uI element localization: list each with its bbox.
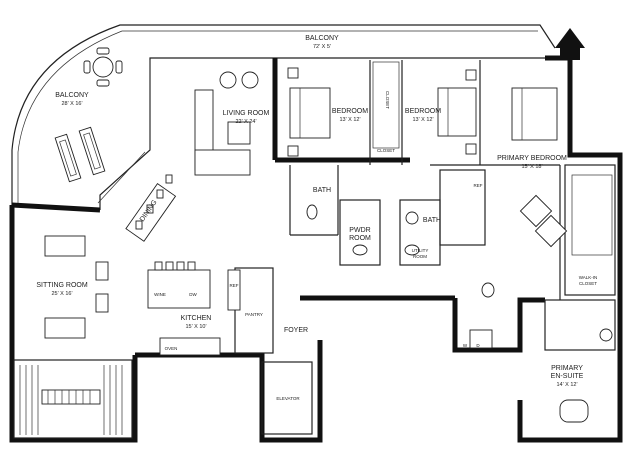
bedroom-2-dims: 13' X 12' (412, 117, 433, 123)
bath-fixtures (306, 204, 613, 423)
bedroom-1-label: BEDROOM (332, 108, 368, 115)
north-arrow-icon (555, 28, 585, 60)
primary-bedroom-label: PRIMARY BEDROOM (497, 155, 567, 162)
stair-hatch (13, 359, 133, 439)
walk-in-closet-label-line2: CLOSET (579, 281, 597, 286)
balcony-furniture (54, 47, 123, 183)
walk-in-closet-label-line1: WALK-IN (579, 275, 598, 280)
foyer-label: FOYER (284, 327, 308, 334)
beds (287, 67, 558, 157)
primary-en-suite-label-line2: EN-SUITE (551, 373, 584, 380)
refrigerator-label: REF (230, 283, 239, 288)
wine-label: WINE (154, 292, 166, 297)
pwdr-room-label-line1: PWDR (349, 227, 370, 234)
oven-label: OVEN (165, 346, 178, 351)
bath-2-label: BATH (423, 217, 441, 224)
primary-en-suite-label-line1: PRIMARY (551, 365, 583, 372)
balcony-top-dims: 72' X 5' (313, 44, 331, 50)
balcony-left-dims: 28' X 16' (61, 101, 82, 107)
primary-bedroom-chairs (519, 194, 568, 248)
kitchen-dims: 15' X 10' (185, 324, 206, 330)
dining-table (125, 174, 177, 242)
sitting-room-label: SITTING ROOM (36, 282, 88, 289)
primary-bedroom-dims: 15' X 18' (521, 164, 542, 170)
kitchen-island (147, 261, 241, 356)
pwdr-room-label-line2: ROOM (349, 235, 371, 242)
dryer-label: D (476, 343, 480, 348)
bath-1-label: BATH (313, 187, 331, 194)
exterior-walls (9, 55, 623, 443)
balcony-outline (11, 24, 556, 210)
pantry-label: PANTRY (245, 312, 263, 317)
utility-room-label-line2: ROOM (413, 254, 427, 259)
closet-label: CLOSET (377, 148, 395, 153)
primary-en-suite-dims: 14' X 12' (556, 382, 577, 388)
refrigerator-2-label: REF (474, 183, 483, 188)
elevator-label: ELEVATOR (276, 396, 300, 401)
balcony-left-label: BALCONY (55, 92, 89, 99)
closet-vertical-label: CLOSET (385, 91, 390, 109)
utility-room-label-line1: UTILITY (412, 248, 429, 253)
living-room-furniture (194, 71, 259, 176)
kitchen-label: KITCHEN (181, 315, 212, 322)
living-room-dims: 22' X 24' (235, 119, 256, 125)
washer-label: W (463, 343, 468, 348)
bedroom-1-dims: 13' X 12' (339, 117, 360, 123)
walk-in-closet-racks (571, 174, 613, 256)
balcony-top-label: BALCONY (305, 35, 339, 42)
living-room-label: LIVING ROOM (223, 110, 270, 117)
bedroom-2-label: BEDROOM (405, 108, 441, 115)
dishwasher-label: DW (189, 292, 197, 297)
sitting-room-furniture (44, 235, 109, 339)
sitting-room-dims: 25' X 16' (51, 291, 72, 297)
